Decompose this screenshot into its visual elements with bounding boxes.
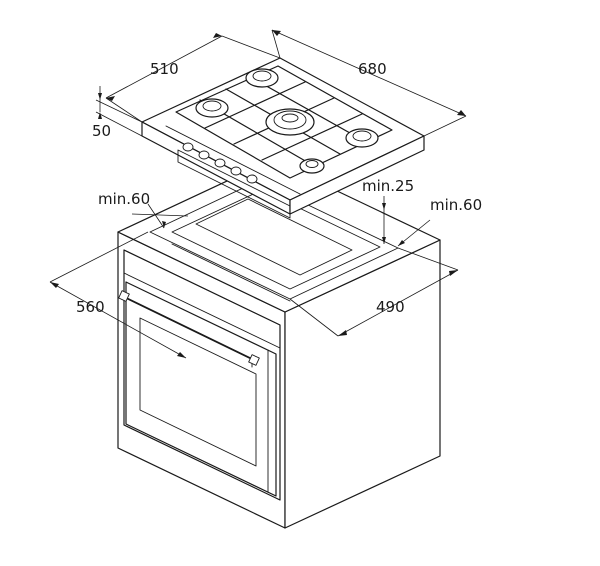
- label-rear-clearance: min.60: [98, 190, 150, 208]
- label-cutout-width: 490: [376, 298, 405, 316]
- dim-line-510: [105, 35, 223, 99]
- oven-handle-icon: [118, 290, 260, 368]
- hob-underbody: [177, 149, 291, 219]
- gas-burner-icon: [195, 68, 379, 174]
- label-side-clearance: min.60: [430, 196, 482, 214]
- oven: [118, 249, 281, 501]
- oven-control-strip: [123, 249, 281, 349]
- label-cutout-depth: 560: [76, 298, 105, 316]
- dim-line-rear: [147, 203, 165, 229]
- label-hob-height: 50: [92, 122, 111, 140]
- label-hob-depth: 510: [150, 60, 179, 78]
- knob-strip: [165, 125, 301, 195]
- oven-door: [125, 281, 277, 497]
- dim-line-680: [271, 29, 467, 117]
- dimension-lines: [49, 29, 467, 359]
- cutout-recess: [195, 198, 353, 276]
- label-top-clearance: min.25: [362, 177, 414, 195]
- cutout-lip: [171, 243, 291, 302]
- cabinet-top-surface: [117, 159, 441, 313]
- dim-line-490: [337, 269, 459, 337]
- oven-window: [139, 317, 257, 467]
- pan-supports: [175, 65, 393, 179]
- control-knob-icon: [182, 142, 258, 184]
- dimension-labels: 510 680 50 min.60 min.25 min.60 560 490: [76, 60, 482, 316]
- worktop-cutout-inner: [171, 189, 381, 290]
- hob: [141, 57, 425, 219]
- dim-line-560: [49, 281, 187, 359]
- label-hob-width: 680: [358, 60, 387, 78]
